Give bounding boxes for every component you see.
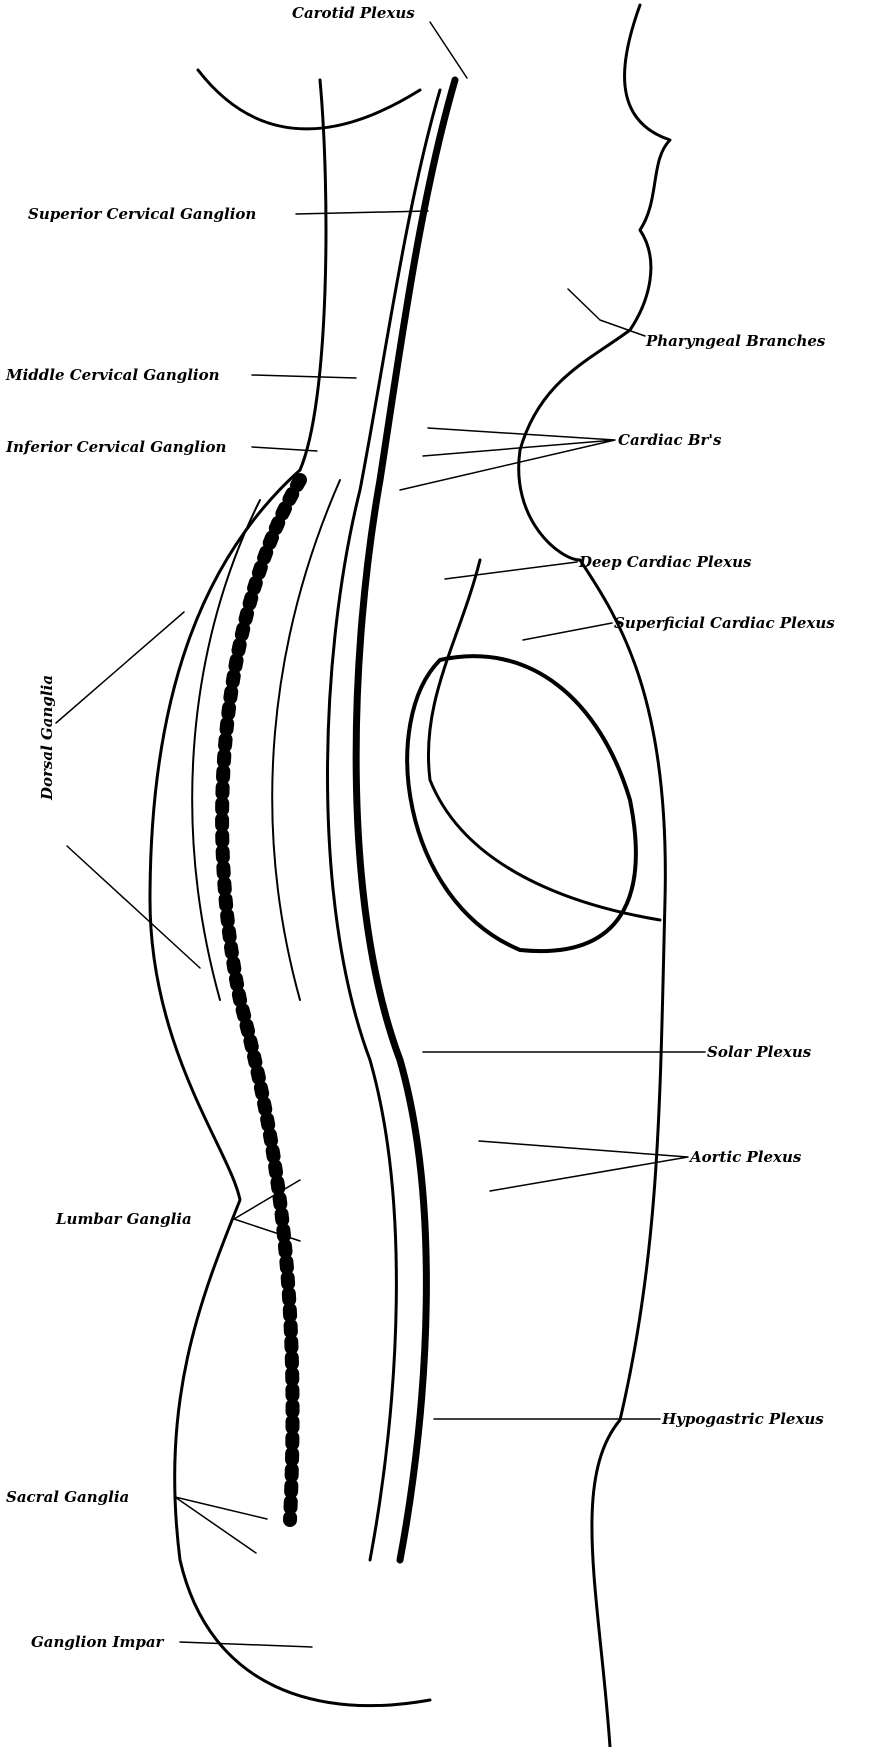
- label-superficial-cardiac-plexus: Superficial Cardiac Plexus: [614, 614, 835, 632]
- label-ganglion-impar: Ganglion Impar: [31, 1633, 165, 1651]
- label-lumbar-ganglia: Lumbar Ganglia: [55, 1210, 192, 1228]
- label-hypogastric-plexus: Hypogastric Plexus: [661, 1410, 824, 1428]
- label-solar-plexus: Solar Plexus: [707, 1043, 812, 1061]
- label-deep-cardiac-plexus: Deep Cardiac Plexus: [578, 553, 752, 571]
- label-sacral-ganglia: Sacral Ganglia: [6, 1488, 129, 1506]
- label-superior-cervical-ganglion: Superior Cervical Ganglion: [28, 205, 256, 223]
- sympathetic-trunk: [191, 76, 459, 1564]
- labels: Carotid Plexus Superior Cervical Ganglio…: [5, 4, 835, 1651]
- heart-outline: [405, 654, 638, 954]
- label-aortic-plexus: Aortic Plexus: [688, 1148, 802, 1166]
- label-dorsal-ganglia: Dorsal Ganglia: [38, 675, 56, 801]
- label-pharyngeal-branches: Pharyngeal Branches: [645, 332, 826, 350]
- label-carotid-plexus: Carotid Plexus: [292, 4, 415, 22]
- body-outline: [148, 3, 672, 1747]
- leader-lines: [55, 21, 706, 1648]
- label-middle-cervical-ganglion: Middle Cervical Ganglion: [5, 366, 220, 384]
- label-inferior-cervical-ganglion: Inferior Cervical Ganglion: [5, 438, 226, 456]
- label-cardiac-branches: Cardiac Br's: [618, 431, 722, 449]
